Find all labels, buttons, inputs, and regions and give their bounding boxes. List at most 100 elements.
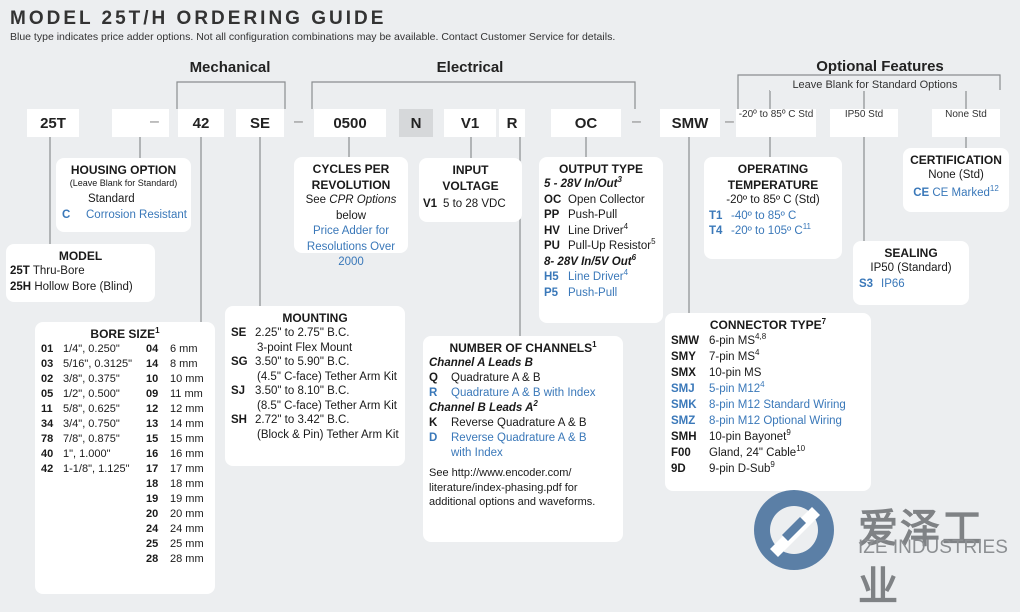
bore-row-code: 03 xyxy=(41,358,54,370)
bore-row-code: 11 xyxy=(41,403,53,415)
mount-row-code: SJ xyxy=(231,385,246,397)
bore-row-text: 10 mm xyxy=(170,373,204,385)
code-housing xyxy=(112,109,169,137)
sealing-std: IP50 (Standard) xyxy=(870,262,952,274)
code-output: OC xyxy=(551,109,621,137)
sealing-header: SEALING xyxy=(884,246,938,260)
output-row-code: P5 xyxy=(544,286,559,299)
model-text: Hollow Bore (Blind) xyxy=(34,280,133,293)
bore-row-code: 19 xyxy=(146,493,159,505)
bore-row-code: 02 xyxy=(41,373,54,385)
mount-header: MOUNTING xyxy=(282,311,348,325)
connector-row-code: SMJ xyxy=(671,383,695,395)
mount-row-sub: 3-point Flex Mount xyxy=(257,341,353,354)
connector-row-text: 7-pin MS xyxy=(709,351,756,363)
cert-header: CERTIFICATION xyxy=(910,153,1002,167)
cpr-header: CYCLES PER xyxy=(312,162,390,176)
bore-row-code: 15 xyxy=(146,433,159,445)
output-row-sup: 5 xyxy=(651,237,656,247)
model-code: 25H xyxy=(10,280,32,293)
company-logo-cn: 爱泽工业 xyxy=(858,507,984,609)
mount-row-code: SG xyxy=(231,356,248,368)
output-row-code: OC xyxy=(544,193,562,206)
code-channels: N xyxy=(399,109,433,137)
housing-box: HOUSING OPTION (Leave Blank for Standard… xyxy=(56,158,191,232)
connector-row-code: 9D xyxy=(671,463,686,475)
bore-row-text: 12 mm xyxy=(170,403,204,415)
bore-row-text: 1", 1.000" xyxy=(63,448,111,460)
cpr-text: Resolutions Over 2000 xyxy=(306,240,396,269)
page-title: MODEL 25T/H ORDERING GUIDE xyxy=(10,8,387,29)
code-bore: 42 xyxy=(178,109,224,137)
output-row-sup: 4 xyxy=(623,268,629,278)
housing-note: (Leave Blank for Standard) xyxy=(69,178,178,188)
bore-row-code: 24 xyxy=(146,523,159,535)
bore-header: BORE SIZE xyxy=(90,327,156,341)
cpr-header: REVOLUTION xyxy=(311,178,391,192)
output-row-code: PU xyxy=(544,240,560,252)
bore-row-text: 11 mm xyxy=(170,388,203,400)
code-dash: – xyxy=(150,113,159,130)
temp-text: -20º to 105º C xyxy=(731,225,803,237)
mount-row-sub: (8.5" C-face) Tether Arm Kit xyxy=(257,399,397,412)
cpr-box: CYCLES PER REVOLUTION See CPR Options be… xyxy=(294,157,408,268)
temp-std: -20º to 85º C (Std) xyxy=(726,194,820,206)
mount-row-text: 3.50" to 5.90" B.C. xyxy=(255,356,350,368)
connector-row-sup: 4 xyxy=(755,348,760,358)
optional-note: Leave Blank for Standard Options xyxy=(770,79,980,91)
bore-row-code: 17 xyxy=(146,463,159,475)
connector-sup: 7 xyxy=(821,317,827,326)
bore-row-code: 28 xyxy=(146,553,159,565)
group-optional: Optional Features xyxy=(816,58,944,75)
bore-row-text: 25 mm xyxy=(170,538,204,550)
channels-sup: 2 xyxy=(533,399,538,409)
connector-row-text: 5-pin M12 xyxy=(709,383,761,395)
bore-row-text: 15 mm xyxy=(170,433,204,445)
output-row-text: Push-Pull xyxy=(568,209,618,221)
group-mechanical: Mechanical xyxy=(189,59,271,76)
connector-row-sup: 10 xyxy=(796,444,806,454)
channels-note: literature/index-phasing.pdf for xyxy=(429,481,578,494)
code-sealing: IP50 Std xyxy=(830,109,898,137)
channels-note: See http://www.encoder.com/ xyxy=(429,467,572,479)
bore-sup: 1 xyxy=(155,326,160,335)
bore-row-text: 28 mm xyxy=(170,553,204,565)
voltage-code: V1 xyxy=(423,198,438,210)
channels-header: NUMBER OF CHANNELS xyxy=(449,341,593,355)
temp-header: OPERATING xyxy=(737,162,809,176)
connector-row-text: 8-pin M12 Optional Wiring xyxy=(709,415,842,427)
sealing-code: S3 xyxy=(859,277,874,290)
bore-row-code: 10 xyxy=(146,373,159,385)
output-row-text: Open Collector xyxy=(568,193,645,206)
housing-std: Standard xyxy=(88,193,135,205)
bore-row-code: 18 xyxy=(146,478,159,490)
mount-row-sub: (Block & Pin) Tether Arm Kit xyxy=(257,428,399,441)
output-row-code: HV xyxy=(544,224,560,237)
connector-row-text: Gland, 24" Cable xyxy=(709,447,797,459)
cert-text: CE Marked xyxy=(932,186,990,199)
mount-row-sub: (4.5" C-face) Tether Arm Kit xyxy=(257,370,397,383)
company-logo-icon xyxy=(754,490,834,570)
model-box: MODEL 25T Thru-Bore 25H Hollow Bore (Bli… xyxy=(6,244,155,302)
bore-row-code: 09 xyxy=(146,388,159,400)
